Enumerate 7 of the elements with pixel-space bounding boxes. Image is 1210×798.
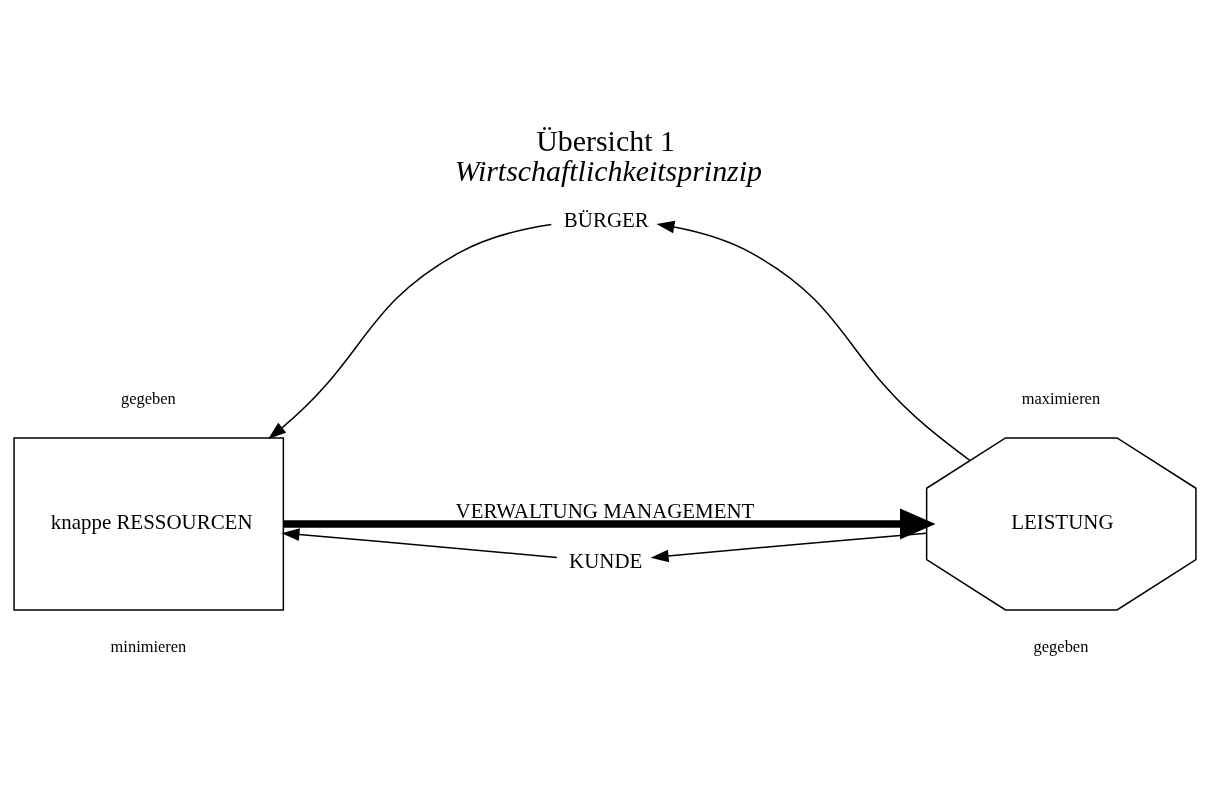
node-text: BÜRGER <box>563 208 649 233</box>
edge-label: VERWALTUNG MANAGEMENT <box>455 499 755 524</box>
node-text: KUNDE <box>569 549 643 574</box>
node-label: gegeben <box>1033 637 1089 657</box>
node-label: gegeben <box>121 388 176 408</box>
node-label: maximieren <box>1021 388 1101 408</box>
node-label: minimieren <box>110 637 187 657</box>
